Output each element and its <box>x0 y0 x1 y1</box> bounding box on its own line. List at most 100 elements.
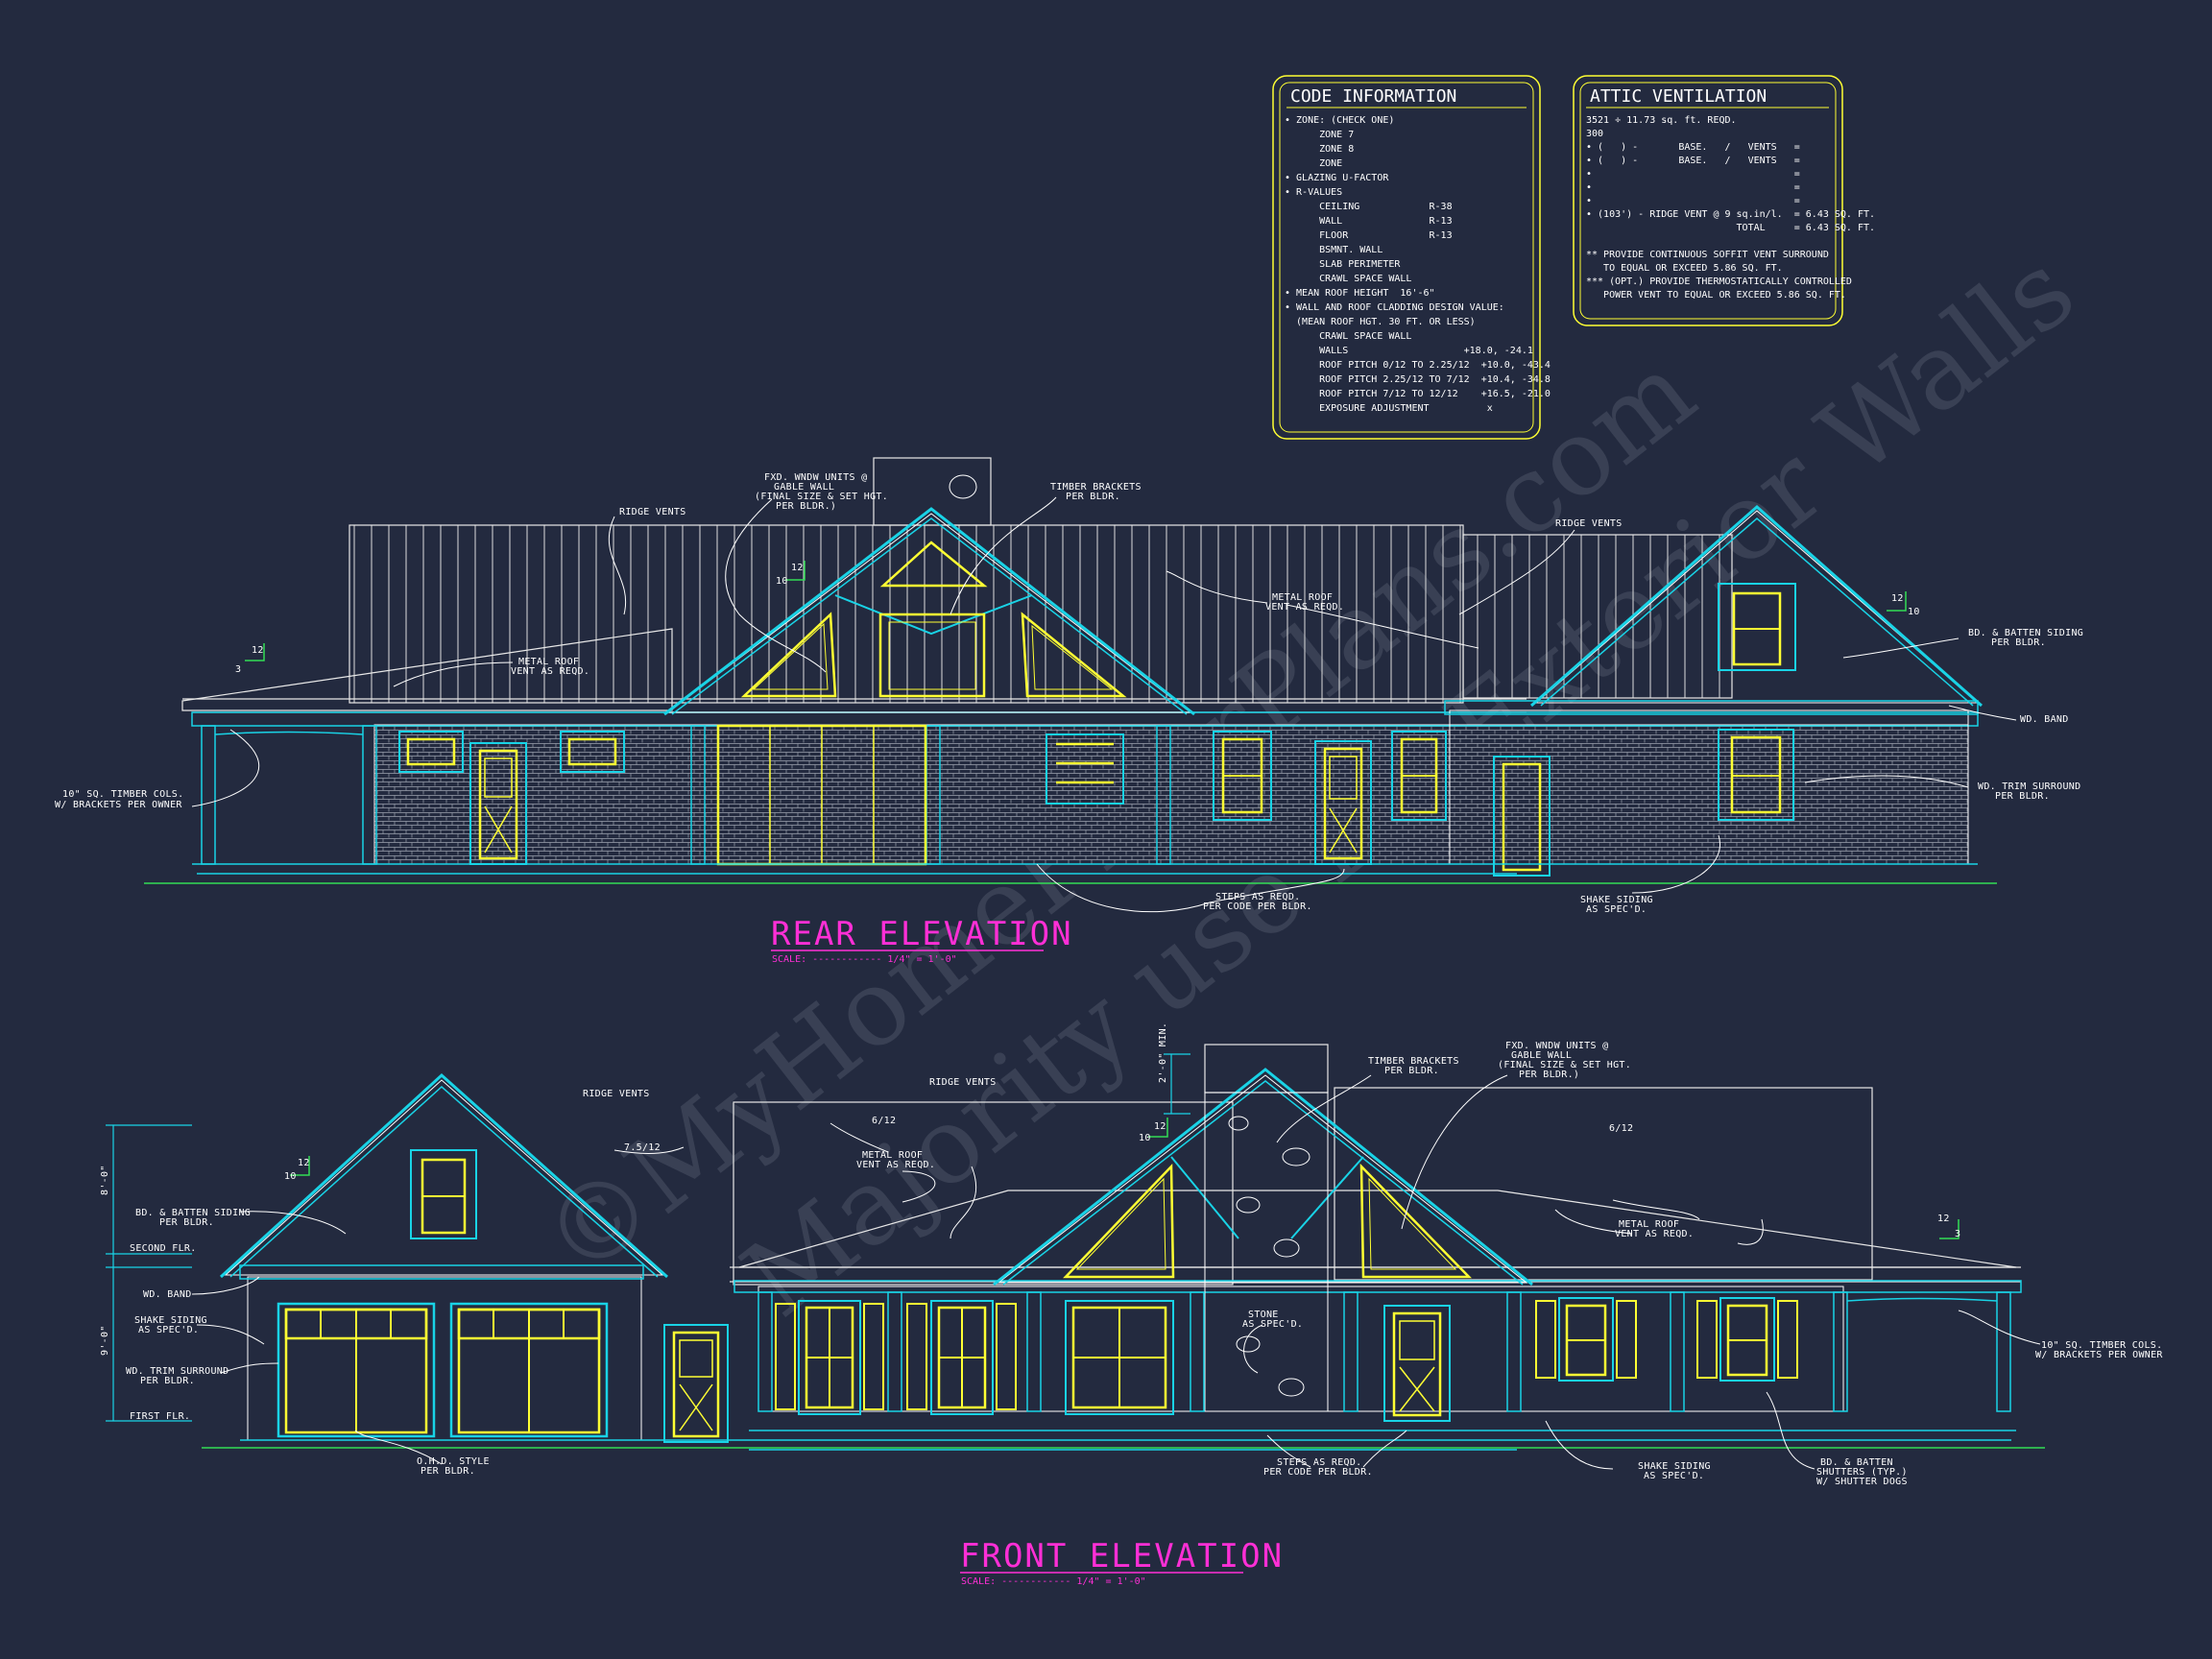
rear-chimney <box>873 457 992 526</box>
rear-gable-window-center <box>878 613 986 698</box>
code-info-lines: • ZONE: (CHECK ONE) ZONE 7 ZONE 8 ZONE • … <box>1285 115 1551 414</box>
front-note-shake-left: SHAKE SIDING AS SPEC'D. <box>134 1315 213 1335</box>
code_info-line: (MEAN ROOF HGT. 30 FT. OR LESS) <box>1285 317 1476 327</box>
attic-line: 300 <box>1586 129 1603 139</box>
front-pitch-marks: 12 10 12 10 12 3 <box>284 1118 1960 1239</box>
svg-text:12: 12 <box>252 645 264 656</box>
rear-windows <box>398 729 1794 821</box>
front-stone-chimney <box>1204 1092 1329 1412</box>
code_info-line: CRAWL SPACE WALL <box>1285 274 1411 284</box>
rear-note-wd-band: WD. BAND <box>2020 714 2069 725</box>
front-elevation: 8'-0" 9'-0" 2'-0" MIN. SECOND FLR. FIRST… <box>100 1022 2169 1587</box>
attic-ventilation-box: ATTIC VENTILATION 3521 ÷ 11.73 sq. ft. R… <box>1573 75 1875 326</box>
attic-line: • = <box>1586 196 1800 206</box>
rear-right-metal-roof <box>1463 535 1732 698</box>
attic-line: POWER VENT TO EQUAL OR EXCEED 5.86 SQ. F… <box>1586 290 1846 301</box>
front-note-ridge-vents-mid: RIDGE VENTS <box>929 1077 997 1088</box>
code_info-line: CRAWL SPACE WALL <box>1285 331 1411 342</box>
code_info-line: BSMNT. WALL <box>1285 245 1382 255</box>
front-note-wd-band: WD. BAND <box>143 1289 192 1300</box>
rear-note-metal-roof-left: METAL ROOF VENT AS REQD. <box>511 657 589 677</box>
front-center-gable <box>997 1074 1528 1284</box>
rear-note-wd-trim: WD. TRIM SURROUND PER BLDR. <box>1978 781 2087 802</box>
attic-line: • (103') - RIDGE VENT @ 9 sq.in/l. = 6.4… <box>1586 209 1875 220</box>
svg-text:12: 12 <box>1891 593 1904 604</box>
rear-shake-siding <box>374 725 1968 864</box>
front-dim-chimney: 2'-0" MIN. <box>1158 1022 1168 1083</box>
code-information-box: CODE INFORMATION • ZONE: (CHECK ONE) ZON… <box>1272 75 1551 440</box>
attic-line: ** PROVIDE CONTINUOUS SOFFIT VENT SURROU… <box>1586 250 1829 260</box>
rear-right-gable <box>1534 510 1980 704</box>
attic-line: TOTAL = 6.43 SQ. FT. <box>1586 223 1875 233</box>
code_info-line: • R-VALUES <box>1285 187 1342 198</box>
rear-note-ridge-vents-right: RIDGE VENTS <box>1555 518 1623 529</box>
front-timber-columns <box>757 1291 2011 1412</box>
rear-note-metal-roof-right: METAL ROOF VENT AS REQD. <box>1265 592 1344 613</box>
front-note-metal-roof-left: METAL ROOF VENT AS REQD. <box>856 1150 935 1170</box>
front-elevation-title: FRONT ELEVATION <box>960 1537 1284 1575</box>
front-note-stone: STONE AS SPEC'D. <box>1242 1310 1303 1330</box>
attic-line: TO EQUAL OR EXCEED 5.86 SQ. FT. <box>1586 263 1783 274</box>
code_info-line: • WALL AND ROOF CLADDING DESIGN VALUE: <box>1285 302 1504 313</box>
front-doors <box>663 1305 1451 1443</box>
rear-note-timber-brackets: TIMBER BRACKETS PER BLDR. <box>1050 482 1147 502</box>
front-note-timber-brackets: TIMBER BRACKETS PER BLDR. <box>1368 1056 1465 1076</box>
front-scale: SCALE: ------------ 1/4" = 1'-0" <box>961 1576 1146 1587</box>
rear-note-bd-batten: BD. & BATTEN SIDING PER BLDR. <box>1968 628 2089 648</box>
front-note-pitch-6b: 6/12 <box>1609 1123 1633 1134</box>
rear-elevation-title: REAR ELEVATION <box>771 915 1073 953</box>
front-level-first: FIRST FLR. <box>130 1411 190 1422</box>
code_info-line: • GLAZING U-FACTOR <box>1285 173 1389 183</box>
front-note-shutters: BD. & BATTEN SHUTTERS (TYP.) W/ SHUTTER … <box>1816 1457 1913 1487</box>
front-note-shake-right: SHAKE SIDING AS SPEC'D. <box>1638 1461 1717 1481</box>
code_info-line: FLOOR R-13 <box>1285 230 1453 241</box>
front-stone-marks <box>1228 1116 1310 1397</box>
front-note-ridge-vents-left: RIDGE VENTS <box>583 1089 650 1099</box>
front-dimension-strings <box>106 1053 1190 1422</box>
svg-text:12: 12 <box>298 1158 310 1168</box>
svg-text:12: 12 <box>791 563 804 573</box>
front-notes: RIDGE VENTS RIDGE VENTS 7.5/12 6/12 6/12… <box>126 1041 2169 1487</box>
front-level-second: SECOND FLR. <box>130 1243 197 1254</box>
rear-gable-window-right <box>1021 612 1127 698</box>
front-note-fxd-wndw: FXD. WNDW UNITS @ GABLE WALL (FINAL SIZE… <box>1498 1041 1637 1080</box>
front-note-timber-cols: 10" SQ. TIMBER COLS. W/ BRACKETS PER OWN… <box>2035 1340 2169 1360</box>
front-gable-window-right <box>1359 1163 1472 1279</box>
rear-porch-roof <box>181 628 673 711</box>
attic-line: *** (OPT.) PROVIDE THERMOSTATICALLY CONT… <box>1586 276 1852 287</box>
rear-note-timber-cols: 10" SQ. TIMBER COLS. W/ BRACKETS PER OWN… <box>55 789 190 810</box>
attic-title: ATTIC VENTILATION <box>1590 86 1767 107</box>
rear-note-ridge-vents-left: RIDGE VENTS <box>619 507 686 517</box>
front-garage-gable <box>224 1079 664 1276</box>
rear-gable-window-top <box>879 541 988 588</box>
code_info-line: • ZONE: (CHECK ONE) <box>1285 115 1394 126</box>
front-right-metal-roof <box>1334 1087 1873 1281</box>
front-garage-doors <box>276 1302 609 1438</box>
code_info-line: SLAB PERIMETER <box>1285 259 1401 270</box>
svg-text:3: 3 <box>1955 1229 1960 1239</box>
code_info-line: ZONE 7 <box>1285 130 1354 140</box>
attic-line: • = <box>1586 169 1800 180</box>
svg-text:10: 10 <box>1908 607 1920 617</box>
front-gable-window-left <box>1063 1163 1175 1279</box>
front-garage-gable-window <box>410 1149 477 1239</box>
rear-elevation: 12 3 12 10 12 10 <box>55 457 2089 965</box>
rear-leader-lines <box>191 496 2017 913</box>
front-dim-lower: 9'-0" <box>100 1325 110 1356</box>
front-note-pitch-6a: 6/12 <box>872 1116 896 1126</box>
rear-note-steps: STEPS AS REQD. PER CODE PER BLDR. <box>1203 892 1312 912</box>
front-note-metal-roof-right: METAL ROOF VENT AS REQD. <box>1615 1219 1694 1239</box>
front-note-wd-trim: WD. TRIM SURROUND PER BLDR. <box>126 1366 235 1386</box>
svg-text:3: 3 <box>235 664 241 675</box>
code_info-line: ZONE <box>1285 158 1342 169</box>
code_info-line: WALL R-13 <box>1285 216 1453 227</box>
code_info-line: EXPOSURE ADJUSTMENT x <box>1285 403 1493 414</box>
code_info-line: ZONE 8 <box>1285 144 1354 155</box>
svg-text:12: 12 <box>1154 1121 1166 1132</box>
svg-text:12: 12 <box>1937 1214 1950 1224</box>
code_info-line: ROOF PITCH 7/12 TO 12/12 +16.5, -21.0 <box>1285 389 1551 399</box>
rear-center-gable <box>665 513 1192 713</box>
code_info-line: CEILING R-38 <box>1285 202 1453 212</box>
front-note-steps: STEPS AS REQD. PER CODE PER BLDR. <box>1263 1457 1373 1478</box>
